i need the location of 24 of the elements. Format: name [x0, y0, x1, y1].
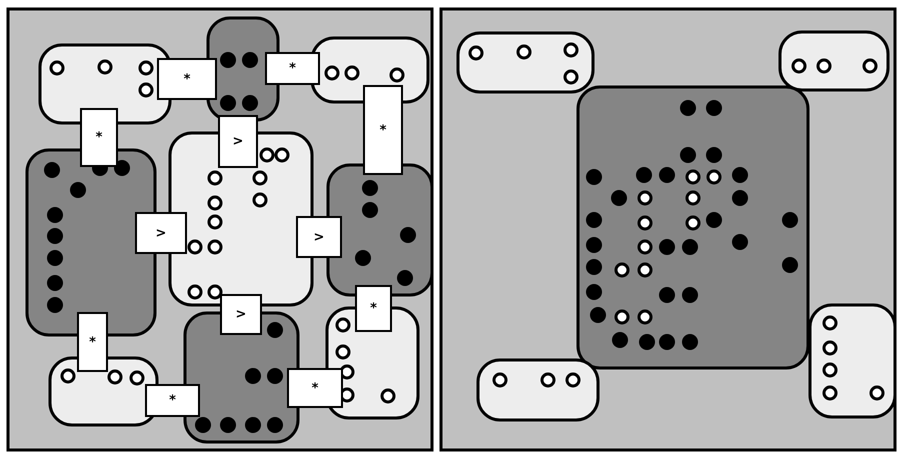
label-box [363, 85, 403, 175]
symbol-text: * [96, 131, 102, 144]
label-box [265, 52, 320, 85]
label-box [218, 115, 258, 168]
symbol-text: * [184, 72, 190, 86]
label-box [157, 58, 217, 100]
label-box [145, 384, 200, 417]
symbol-text: * [169, 394, 176, 407]
label-box [80, 108, 118, 167]
symbol-text: * [312, 382, 318, 394]
symbol-text: > [314, 230, 324, 244]
symbol-text: * [370, 302, 377, 315]
symbol-text: > [156, 226, 166, 240]
label-box [220, 294, 262, 335]
label-box [296, 216, 342, 258]
label-box [287, 368, 343, 408]
label-box [77, 312, 108, 372]
label-box [135, 212, 187, 254]
label-box [355, 285, 392, 332]
symbol-text: * [289, 62, 296, 75]
symbol-text: > [232, 135, 244, 148]
symbol-text: * [380, 124, 386, 136]
symbol-text: > [236, 308, 246, 321]
symbol-text: * [89, 336, 96, 348]
